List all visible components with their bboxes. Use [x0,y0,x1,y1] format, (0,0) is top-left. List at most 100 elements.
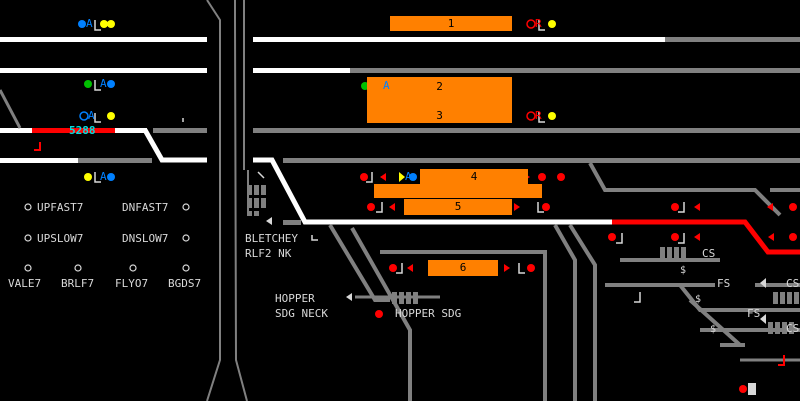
track-dnslow-left-idle[interactable] [78,158,152,163]
label-brlf[interactable]: BRLF7 [61,277,95,290]
label-upfast[interactable]: UPFAST7 [37,201,84,214]
signal-red-e4[interactable] [789,233,797,241]
track-upslow-occupied[interactable] [32,128,115,133]
track-upslow-left-a[interactable] [0,128,32,133]
signal-red-e5[interactable] [608,233,616,241]
platform-4[interactable]: 4 [420,169,528,185]
platform-5[interactable]: 5 [404,199,512,215]
platform-2-number: 2 [436,80,443,93]
label-dnslow[interactable]: DNSLOW7 [122,232,169,245]
signal-green-2[interactable] [84,80,92,88]
route-occupied-east[interactable] [612,219,800,255]
block-indicator-hopper [392,292,418,304]
direction-marker-6 [504,264,510,272]
label-vale[interactable]: VALE7 [8,277,42,290]
signal-red-6b[interactable] [527,264,535,272]
track-upslow-right-idle[interactable] [153,128,207,133]
direction-marker-9 [767,203,773,211]
aspect-letter-4: A [100,170,107,183]
track-dnfast-left[interactable] [0,68,207,73]
signal-red-hopper[interactable] [375,310,383,318]
route-set-through[interactable] [253,157,612,225]
direction-marker-12 [346,293,352,301]
platform-4-number: 4 [470,170,478,183]
direction-marker-14 [760,314,766,324]
label-upslow[interactable]: UPSLOW7 [37,232,84,245]
label-flyo[interactable]: FLYO7 [115,277,149,290]
platform-4-5-body[interactable] [374,184,542,198]
track-main-1-idle[interactable] [665,37,800,42]
signal-blue-1[interactable] [78,20,86,28]
track-upfast-left[interactable] [0,37,207,42]
diagonal-left [0,89,22,129]
direction-marker-8 [694,233,700,241]
track-loop-idle[interactable] [283,158,800,163]
signal-red-5b[interactable] [542,203,550,211]
block-indicator-cs1 [660,247,686,259]
signal-yellow-4[interactable] [84,173,92,181]
label-dnfast[interactable]: DNFAST7 [122,201,169,214]
track-main-1-set[interactable] [253,37,665,42]
signal-blue-2[interactable] [107,80,115,88]
buffer-stop-indicator [748,383,756,395]
track-dnslow-left[interactable] [0,158,78,163]
signal-red-4b[interactable] [538,173,546,181]
svg-text:$: $ [710,324,716,335]
block-indicator-cs3 [768,322,794,334]
signal-red-4a[interactable] [360,173,368,181]
track-main-2-idle[interactable] [350,68,800,73]
label-cs-1: CS [702,247,716,260]
direction-marker-5 [407,264,413,272]
aspect-letter-7: R [535,109,542,122]
signal-blue-3[interactable] [79,111,89,121]
signal-yellow-1b[interactable] [107,20,115,28]
platform-1-number: 1 [447,17,455,30]
signal-red-4c[interactable] [557,173,565,181]
signal-red-6a[interactable] [389,264,397,272]
aspect-letter-5: R [535,17,542,30]
label-hopper-1: HOPPER [275,292,315,305]
platform-2-3[interactable]: 2 3 [367,77,512,123]
direction-marker-10 [768,233,774,241]
track-short-stub[interactable] [283,220,301,225]
diagonal-3 [328,223,390,302]
label-hopper-sdg: HOPPER SDG [395,307,462,320]
signal-red-e2[interactable] [789,203,797,211]
shunt-signal-red-left [34,142,41,151]
signal-red-e1[interactable] [671,203,679,211]
signal-red-p1[interactable] [526,19,536,29]
crossover-left[interactable] [142,128,207,163]
platform-5-number: 5 [454,200,462,213]
block-indicator-cs2 [773,292,799,304]
signal-red-e3[interactable] [671,233,679,241]
signal-yellow-3[interactable] [107,112,115,120]
signal-yellow-1a[interactable] [100,20,108,28]
direction-marker-4 [514,203,520,211]
platform-6[interactable]: 6 [428,260,498,276]
train-headcode[interactable]: 5288 [69,124,96,137]
signal-blue-4a[interactable] [409,173,417,181]
label-bgds[interactable]: BGDS7 [168,277,202,290]
svg-text:$: $ [680,265,686,276]
label-marker-circles [24,203,190,272]
signal-yellow-p1[interactable] [548,20,556,28]
platform-1[interactable]: 1 [390,16,512,31]
direction-marker-15 [266,217,272,225]
track-upslow-left-b[interactable] [115,128,147,133]
siding-line-1 [380,250,547,401]
diagonal-1 [588,162,782,217]
diagonal-5 [553,224,577,401]
boundary-line-left [206,0,221,401]
track-main-3-idle[interactable] [253,128,800,133]
signal-red-bottom[interactable] [739,385,747,393]
signal-yellow-p3[interactable] [548,112,556,120]
signal-blue-4[interactable] [107,173,115,181]
svg-text:$: $ [695,294,701,305]
signal-red-5a[interactable] [367,203,375,211]
signal-red-p3[interactable] [526,111,536,121]
direction-marker-7 [694,203,700,211]
label-fs-1: FS [717,277,731,290]
track-main-2-set[interactable] [253,68,350,73]
label-bletchey-2: RLF2 NK [245,247,292,260]
